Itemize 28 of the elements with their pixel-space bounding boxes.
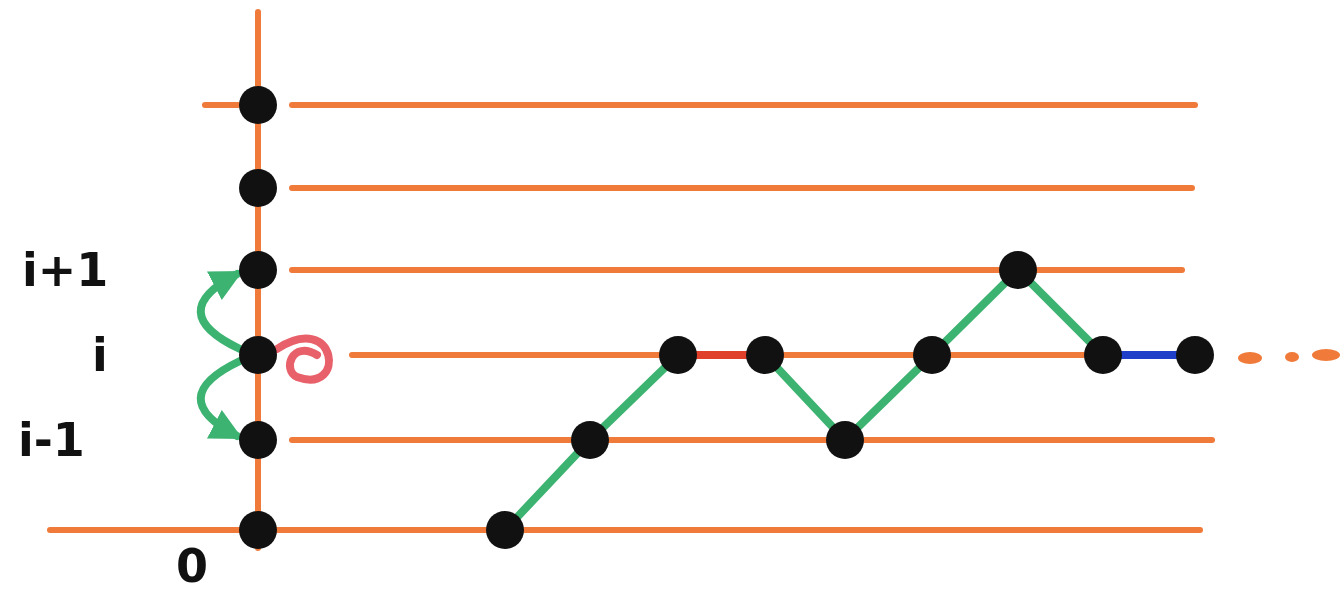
axis-label: 0 [176, 540, 208, 592]
path-segment [514, 449, 581, 521]
state-dot [913, 336, 951, 374]
path-segment [599, 364, 669, 431]
axis-label: i-1 [18, 414, 85, 466]
axis-label: i+1 [22, 244, 109, 296]
state-dot [239, 421, 277, 459]
axis-label: i [92, 329, 108, 381]
curved-arrow [196, 357, 244, 440]
state-dot [239, 169, 277, 207]
state-dot [239, 251, 277, 289]
state-dot [1176, 336, 1214, 374]
path-segment [774, 364, 836, 431]
path-segment [941, 279, 1009, 346]
state-dot [826, 421, 864, 459]
state-dot [239, 86, 277, 124]
state-dot [571, 421, 609, 459]
state-dot [239, 336, 277, 374]
state-dot [746, 336, 784, 374]
state-dot [659, 336, 697, 374]
state-dot [1084, 336, 1122, 374]
state-dot [239, 511, 277, 549]
path-segment [854, 364, 923, 431]
state-dot [999, 251, 1037, 289]
self-loop [273, 334, 333, 384]
state-dot [486, 511, 524, 549]
path-segment [1027, 279, 1094, 346]
curved-arrow [196, 270, 244, 353]
